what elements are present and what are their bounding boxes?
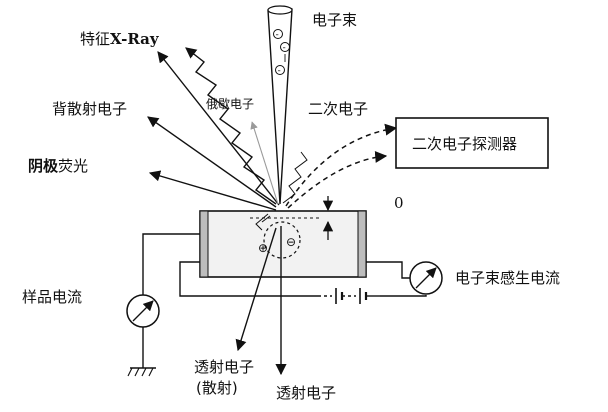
sample-current-meter <box>126 294 160 328</box>
secondary-arrow-lower <box>287 150 388 209</box>
label-auger-electrons: 俄歇电子 <box>206 97 254 111</box>
label-sample-current: 样品电流 <box>22 288 82 306</box>
cathodoluminescence-arrow <box>148 170 277 211</box>
interaction-volume <box>263 221 301 259</box>
surface-scatter-path <box>255 213 269 231</box>
label-transmitted-electrons: 透射电子 <box>276 384 336 402</box>
battery-icon <box>318 288 368 304</box>
backscatter-arrow <box>147 116 277 208</box>
svg-text:-: - <box>276 30 279 40</box>
label-minus-sign: ⊖ <box>286 235 296 249</box>
ground-icon <box>127 367 156 377</box>
label-zero-mark: 0 <box>394 194 404 212</box>
beam-induced-current-circuit <box>179 261 427 297</box>
xray-straight-arrow <box>157 51 280 206</box>
sample-block <box>199 210 367 278</box>
xray-zigzag-arrow <box>185 47 277 205</box>
beam-electron-icons: - - - <box>273 29 290 76</box>
svg-text:-: - <box>278 66 281 76</box>
label-secondary-electrons: 二次电子 <box>308 100 368 118</box>
electron-beam-cone <box>267 5 293 205</box>
beam-zigzag-right <box>282 151 308 204</box>
secondary-arrow-upper <box>285 123 398 207</box>
label-beam-induced-current: 电子束感生电流 <box>455 269 560 287</box>
label-electron-beam: 电子束 <box>312 11 357 29</box>
label-transmitted-scattered-line1: 透射电子 <box>194 358 254 376</box>
label-secondary-electron-detector: 二次电子探测器 <box>412 135 517 153</box>
transmitted-scattered-arrow <box>235 227 277 352</box>
surface-scatter-path-2 <box>261 215 271 223</box>
label-backscattered-electrons: 背散射电子 <box>52 100 127 118</box>
label-cathodoluminescence: 阴极荧光 <box>28 157 88 175</box>
secondary-electron-detector-box <box>395 117 549 169</box>
beam-induced-current-meter <box>409 261 443 295</box>
label-transmitted-scattered-line2: (散射) <box>196 379 238 397</box>
sample-current-circuit <box>142 233 200 368</box>
label-plus-sign: ⊕ <box>258 241 268 255</box>
label-characteristic-xray: 特征X-Ray <box>80 30 160 48</box>
auger-arrow <box>250 121 279 205</box>
svg-text:-: - <box>283 43 286 53</box>
